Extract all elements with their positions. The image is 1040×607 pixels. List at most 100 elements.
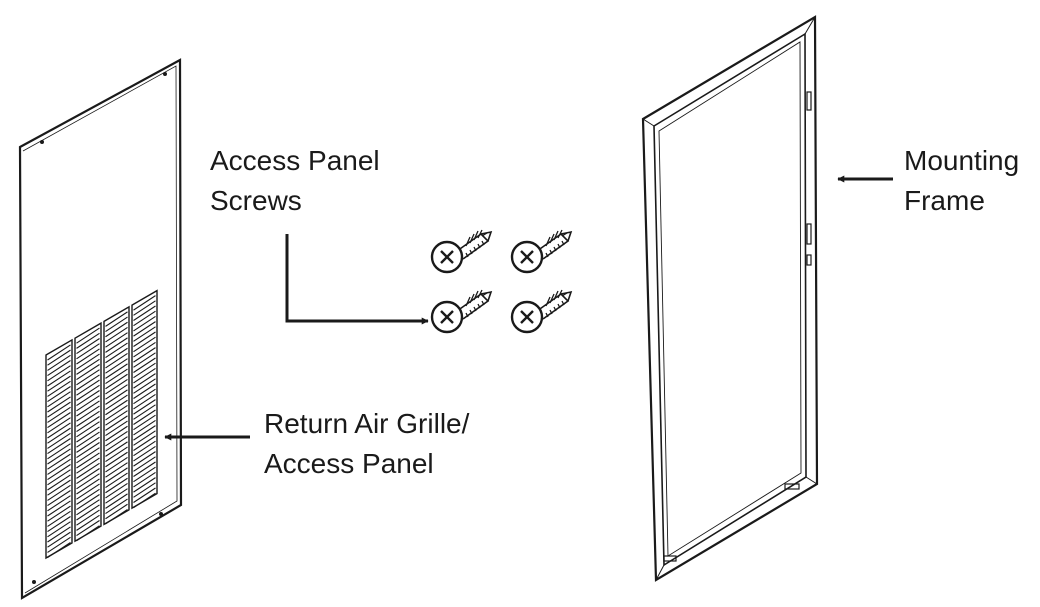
panel-screw-holes	[32, 72, 167, 584]
mounting-frame	[641, 15, 819, 582]
louver-slat	[47, 375, 71, 392]
louver-slat	[47, 349, 71, 366]
louver-slat	[47, 469, 71, 486]
louver-slat	[133, 430, 156, 446]
louver-slat	[105, 472, 128, 489]
louver-slat	[133, 419, 156, 436]
louver-slat	[105, 347, 128, 364]
louver-slat	[105, 483, 128, 499]
louver-slat	[47, 344, 71, 361]
louver-slat	[105, 389, 128, 405]
louver-slat	[76, 436, 100, 453]
louver-slat	[76, 369, 100, 386]
louver-slat	[76, 499, 100, 516]
louver-slat	[133, 336, 156, 353]
screw-set	[430, 228, 573, 334]
louver-slat	[105, 311, 128, 327]
louver-slat	[133, 456, 156, 472]
louver-slat	[133, 414, 156, 431]
louver-slat	[76, 343, 100, 360]
louver-slat	[47, 526, 71, 543]
louver-slat	[105, 353, 128, 369]
louver-slat	[47, 474, 71, 491]
louver-slat	[133, 461, 156, 477]
louver-slat	[47, 536, 71, 553]
screws-leader-arrow	[285, 234, 429, 325]
louver-column	[103, 305, 130, 526]
louver-slat	[133, 352, 156, 368]
louver-slat	[133, 300, 156, 316]
louver-slat	[47, 365, 71, 382]
louver-slat	[47, 427, 71, 444]
louver-slat	[133, 477, 156, 493]
louver-slat	[47, 542, 71, 559]
louver-slat	[76, 405, 100, 422]
louver-slat	[47, 453, 71, 470]
louver-column	[45, 338, 73, 560]
access-panel-screws-label-line-1: Access Panel	[210, 145, 380, 176]
louver-slat	[47, 495, 71, 512]
louver-slat	[47, 432, 71, 449]
louver-slat	[47, 417, 71, 434]
louver-slat	[47, 505, 71, 522]
louver-slat	[133, 373, 156, 389]
louver-slat	[133, 404, 156, 420]
return-air-grille-panel	[18, 58, 183, 600]
louver-slat	[47, 490, 71, 507]
louver-slat	[133, 310, 156, 327]
louver-slat	[47, 531, 71, 548]
louver-slat	[105, 405, 128, 421]
louver-slat	[76, 478, 100, 495]
louver-slat	[133, 445, 156, 462]
louver-slat	[76, 421, 100, 438]
louver-slat	[105, 441, 128, 457]
access-panel-screws-label: Access Panel Screws	[210, 141, 380, 221]
louver-slat	[133, 435, 156, 451]
louver-slat	[133, 471, 156, 488]
louver-slat	[105, 425, 128, 442]
louver-slat	[76, 447, 100, 464]
louver-slat	[47, 458, 71, 475]
louver-slat	[47, 386, 71, 403]
louver-slat	[133, 425, 156, 441]
louver-slat	[47, 391, 71, 408]
louver-slat	[47, 448, 71, 465]
louver-slat	[76, 348, 100, 365]
louver-slat	[76, 395, 100, 412]
louver-slat	[47, 464, 71, 481]
louver-slat	[76, 509, 100, 526]
louver-slat	[105, 363, 128, 379]
louver-slat	[47, 500, 71, 517]
access-panel-screws-label-line-2: Screws	[210, 185, 302, 216]
louver-slat	[133, 383, 156, 399]
louver-slat	[47, 380, 71, 397]
louver-slat	[105, 477, 128, 494]
mounting-frame-label-line-1: Mounting	[904, 145, 1020, 176]
louver-slat	[76, 494, 100, 511]
louver-slat	[76, 473, 100, 490]
louver-slat	[76, 364, 100, 381]
louver-slat	[76, 504, 100, 521]
louver-slat	[105, 332, 128, 348]
louver-slat	[76, 374, 100, 391]
louver-slat	[105, 327, 128, 343]
louver-slat	[105, 410, 128, 426]
louver-slat	[133, 295, 156, 311]
louver-slat	[47, 401, 71, 418]
louver-slat	[105, 321, 128, 338]
louver-slat	[47, 360, 71, 377]
louver-slat	[133, 362, 156, 379]
louver-slat	[133, 399, 156, 415]
louver-slat	[105, 384, 128, 400]
louver-slat	[133, 357, 156, 373]
louver-slat	[76, 426, 100, 443]
louver-slat	[76, 400, 100, 417]
louver-slat	[133, 466, 156, 483]
louver-slat	[76, 410, 100, 427]
callout-arrows	[164, 175, 893, 441]
louver-slat	[76, 468, 100, 485]
louver-slat	[76, 332, 100, 349]
louver-slat	[76, 384, 100, 401]
louver-slat	[105, 415, 128, 431]
louver-slat	[76, 338, 100, 355]
